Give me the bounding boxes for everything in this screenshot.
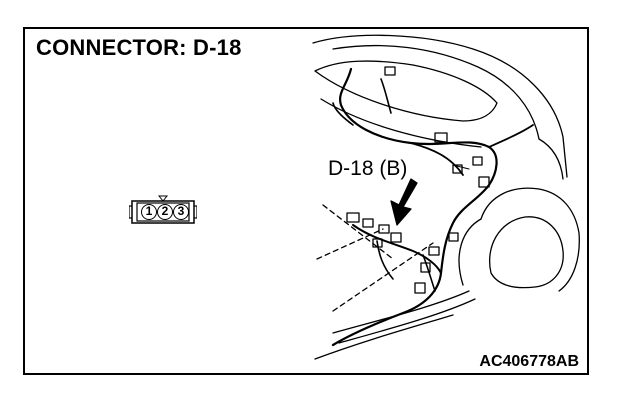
diagram-title: CONNECTOR: D-18 xyxy=(36,35,242,60)
connector-pin-1: 1 xyxy=(141,204,157,220)
connector-face-view: 1 2 3 xyxy=(129,195,197,225)
vehicle-harness-illustration xyxy=(312,34,580,360)
connector-pin-3: 3 xyxy=(173,204,189,220)
figure-code: AC406778AB xyxy=(479,353,579,370)
connector-callout-label: D-18 (B) xyxy=(327,157,409,181)
connector-pin-2: 2 xyxy=(157,204,173,220)
diagram-frame: CONNECTOR: D-18 1 2 3 xyxy=(23,27,589,375)
